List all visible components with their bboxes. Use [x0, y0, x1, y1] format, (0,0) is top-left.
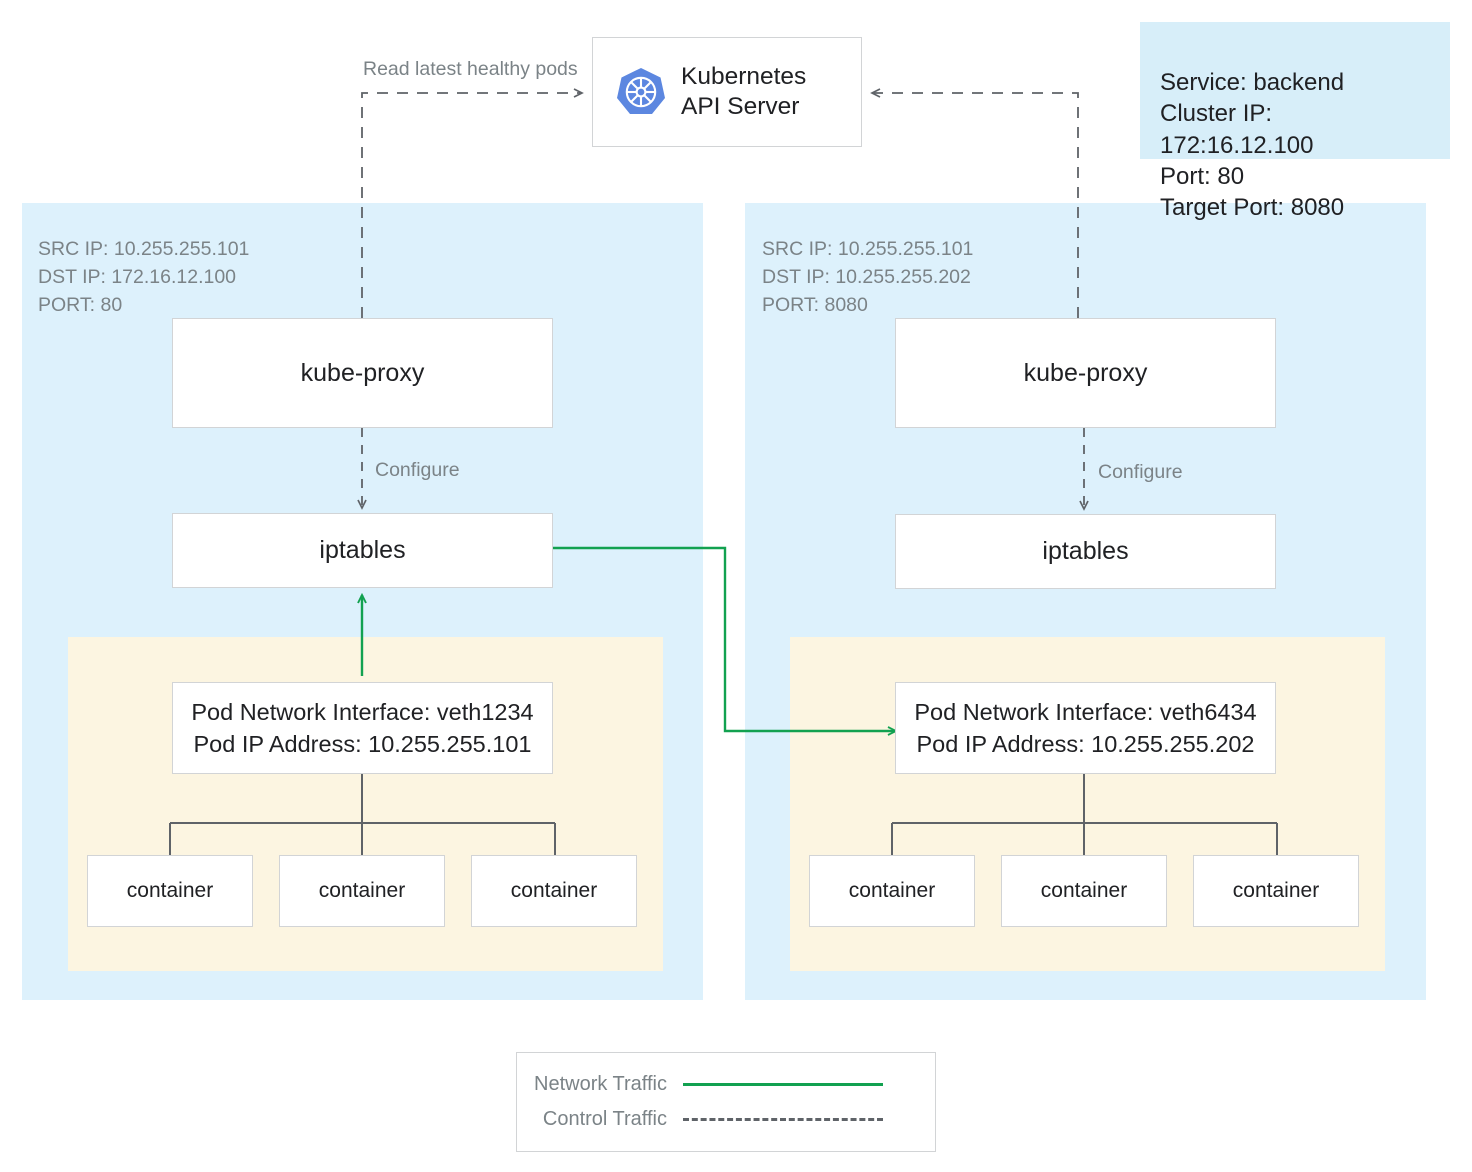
- legend-swatch-control-traffic: [683, 1118, 883, 1121]
- iptables-box-left[interactable]: iptables: [172, 513, 553, 588]
- kube-proxy-label-right: kube-proxy: [1023, 358, 1148, 387]
- packet-info-left: SRC IP: 10.255.255.101 DST IP: 172.16.12…: [38, 238, 250, 316]
- kubernetes-logo-icon: [615, 66, 667, 118]
- legend-swatch-network-traffic: [683, 1083, 883, 1086]
- container-label: container: [510, 879, 598, 902]
- api-server-label: Kubernetes API Server: [681, 63, 807, 120]
- legend: Network Traffic Control Traffic: [516, 1052, 936, 1152]
- kube-proxy-label-left: kube-proxy: [300, 358, 425, 387]
- container-box-right-1[interactable]: container: [809, 855, 975, 927]
- legend-label-network-traffic: Network Traffic: [534, 1073, 667, 1095]
- container-label: container: [1040, 879, 1128, 902]
- kube-proxy-box-right[interactable]: kube-proxy: [895, 318, 1276, 428]
- service-info-text: Service: backend Cluster IP: 172:16.12.1…: [1160, 69, 1345, 221]
- kubernetes-api-server-box[interactable]: Kubernetes API Server: [592, 37, 862, 147]
- iptables-label-left: iptables: [319, 536, 406, 564]
- container-box-left-2[interactable]: container: [279, 855, 445, 927]
- pod-ip-label-right: Pod IP Address: 10.255.255.202: [916, 731, 1255, 757]
- edge-label-configure-right: Configure: [1098, 461, 1183, 483]
- kube-proxy-box-left[interactable]: kube-proxy: [172, 318, 553, 428]
- service-info-callout: Service: backend Cluster IP: 172:16.12.1…: [1140, 22, 1450, 221]
- legend-label-control-traffic: Control Traffic: [542, 1108, 667, 1130]
- pod-network-interface-box-left[interactable]: Pod Network Interface: veth1234 Pod IP A…: [172, 682, 553, 774]
- container-box-right-3[interactable]: container: [1193, 855, 1359, 927]
- pod-network-interface-box-right[interactable]: Pod Network Interface: veth6434 Pod IP A…: [895, 682, 1276, 774]
- edge-label-configure-left: Configure: [375, 459, 460, 481]
- container-box-left-3[interactable]: container: [471, 855, 637, 927]
- legend-item-control-traffic: Control Traffic: [517, 1108, 935, 1131]
- container-label: container: [126, 879, 214, 902]
- pod-interface-label-left: Pod Network Interface: veth1234: [191, 698, 534, 725]
- iptables-label-right: iptables: [1042, 537, 1129, 565]
- legend-item-network-traffic: Network Traffic: [517, 1073, 935, 1096]
- container-box-left-1[interactable]: container: [87, 855, 253, 927]
- pod-ip-label-left: Pod IP Address: 10.255.255.101: [193, 731, 532, 757]
- iptables-box-right[interactable]: iptables: [895, 514, 1276, 589]
- container-label: container: [1232, 879, 1320, 902]
- packet-info-right: SRC IP: 10.255.255.101 DST IP: 10.255.25…: [762, 238, 974, 316]
- container-label: container: [848, 879, 936, 902]
- container-label: container: [318, 879, 406, 902]
- pod-interface-label-right: Pod Network Interface: veth6434: [914, 698, 1257, 725]
- edge-label-read-latest-healthy-pods: Read latest healthy pods: [363, 58, 578, 80]
- container-box-right-2[interactable]: container: [1001, 855, 1167, 927]
